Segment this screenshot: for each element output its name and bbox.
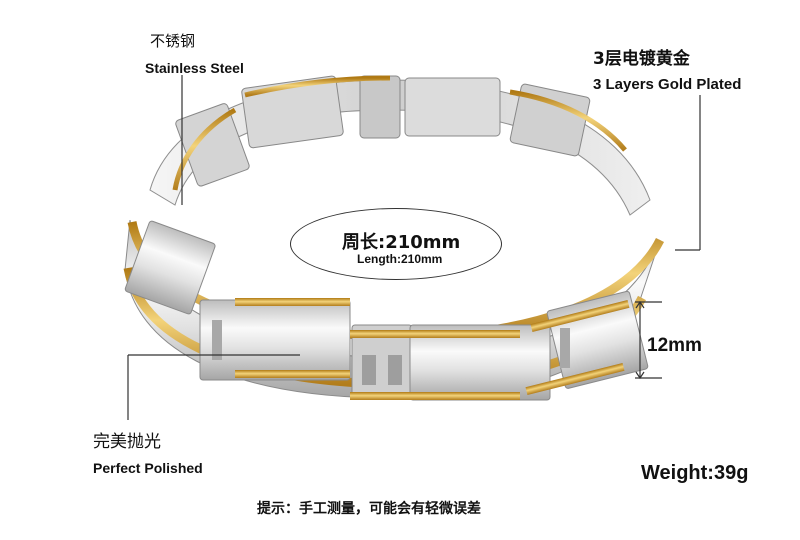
plating-label-en: 3 Layers Gold Plated	[593, 76, 742, 93]
material-label-en: Stainless Steel	[145, 60, 244, 76]
finish-label-cn: 完美抛光	[93, 432, 161, 452]
length-ellipse	[290, 208, 502, 280]
bracelet-back	[149, 75, 651, 216]
weight-label: Weight:39g	[641, 462, 749, 484]
finish-label-en: Perfect Polished	[93, 460, 203, 476]
plating-label-cn: 3层电镀黄金	[593, 49, 690, 69]
length-label-en: Length:210mm	[357, 252, 443, 266]
width-label: 12mm	[647, 335, 702, 356]
bracelet-front	[123, 219, 665, 401]
measurement-note: 提示：手工测量，可能会有轻微误差	[257, 501, 481, 517]
length-label-cn: 周长:210mm	[342, 232, 461, 253]
annotation-lines	[127, 75, 701, 420]
material-label-cn: 不锈钢	[150, 32, 196, 50]
